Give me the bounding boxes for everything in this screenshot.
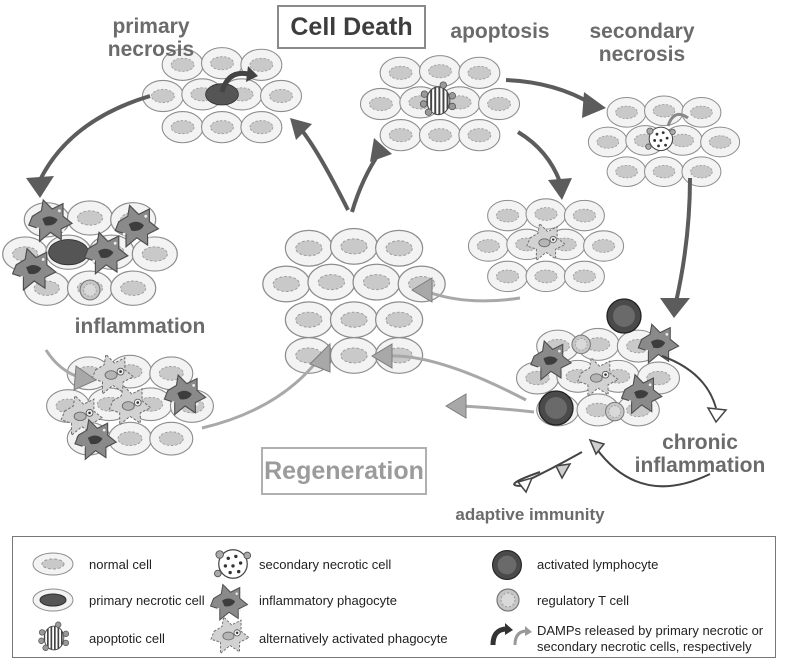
- cell-death-diagram: [0, 0, 788, 494]
- regeneration-title: Regeneration: [261, 447, 427, 495]
- regenerated-tissue-cluster: [263, 229, 445, 374]
- legend-damps-line2: secondary necrotic cells, respectively: [537, 639, 752, 654]
- label-apoptosis: apoptosis: [450, 20, 550, 43]
- inflammation-cluster: [3, 199, 178, 305]
- activated-lymphocyte-top: [606, 298, 642, 334]
- activated-lymphocyte-icon: [491, 549, 523, 581]
- primary-damps-arrow-icon: [219, 70, 249, 93]
- chronic-loop-arrowheads: [516, 407, 728, 494]
- secondary-necrotic-cell-icon: [213, 549, 252, 579]
- primary-necrosis-cluster: [142, 48, 301, 143]
- legend-activated-lymphocyte: activated lymphocyte: [537, 557, 659, 572]
- clearance-cluster: [47, 353, 214, 460]
- dark-arrowheads: [26, 92, 690, 318]
- legend-damps-line1: DAMPs released by primary necrotic or: [537, 623, 764, 638]
- legend-inflammatory-phagocyte: inflammatory phagocyte: [259, 593, 398, 608]
- apoptosis-cluster: [360, 56, 519, 151]
- legend-secondary-necrotic-cell: secondary necrotic cell: [259, 557, 392, 572]
- secondary-necrosis-cluster: [588, 96, 739, 186]
- cell-death-title: Cell Death: [277, 5, 426, 49]
- label-inflammation: inflammation: [74, 315, 206, 338]
- legend-alternatively-activated-phagocyte: alternatively activated phagocyte: [259, 631, 448, 646]
- light-arrowheads: [73, 277, 467, 419]
- apoptotic-cell-icon: [38, 621, 70, 652]
- secondary-damps-arrow-icon: [666, 112, 689, 127]
- chronic-loop-arrows: [513, 355, 717, 488]
- apoptotic-clearance-cluster: [468, 199, 623, 292]
- legend-regulatory-t-cell: regulatory T cell: [537, 593, 630, 608]
- alternatively-activated-phagocyte-icon: [210, 617, 250, 654]
- legend-apoptotic-cell: apoptotic cell: [89, 631, 165, 646]
- label-adaptive-immunity: adaptive immunity: [455, 505, 605, 524]
- label-chronic-inflammation: chronic inflammation: [634, 431, 766, 477]
- legend-primary-necrotic-cell: primary necrotic cell: [89, 593, 205, 608]
- regulatory-t-cell-icon: [496, 588, 520, 612]
- label-secondary-necrosis: secondary necrosis: [589, 20, 695, 66]
- normal-cell-icon: [32, 552, 74, 576]
- primary-necrotic-cell-icon: [32, 588, 74, 612]
- label-primary-necrosis: primary necrosis: [107, 15, 195, 61]
- damps-arrow-icon: [490, 623, 532, 646]
- legend-normal-cell: normal cell: [89, 557, 152, 572]
- activated-lymphocyte-bottom: [538, 390, 574, 426]
- legend: normal cell primary necrotic cell apopto…: [12, 536, 776, 658]
- light-pathway-arrows: [44, 290, 535, 430]
